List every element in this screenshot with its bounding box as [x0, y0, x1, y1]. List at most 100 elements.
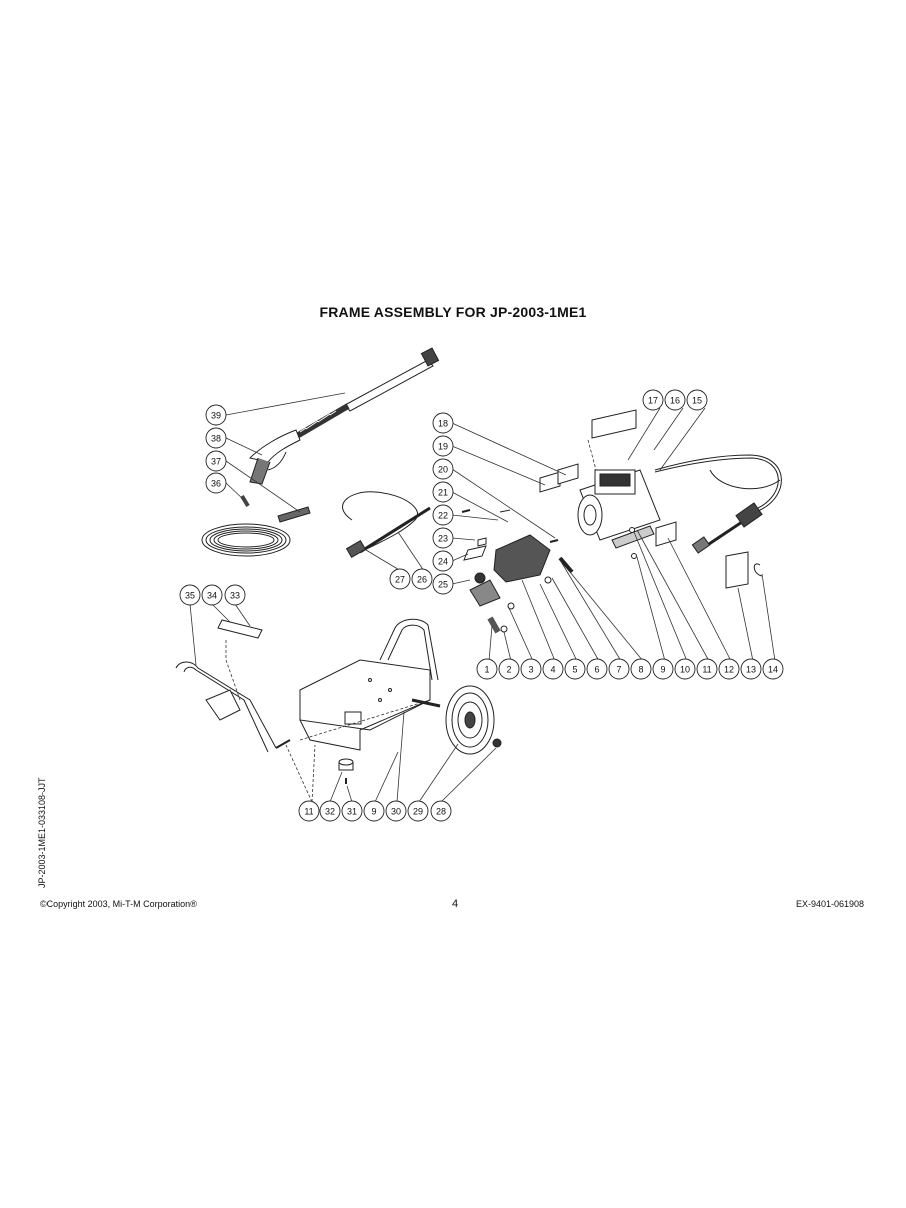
callout-37: 37 [205, 450, 227, 472]
svg-text:30: 30 [391, 807, 401, 817]
callout-9: 9 [652, 658, 674, 680]
frame-drawing [299, 618, 441, 751]
side-document-code: JP-2003-1ME1-033108-JJT [37, 777, 47, 888]
svg-text:5: 5 [572, 665, 577, 675]
svg-text:31: 31 [347, 807, 357, 817]
callout-24: 24 [432, 550, 454, 572]
svg-text:28: 28 [436, 807, 446, 817]
callout-36: 36 [205, 472, 227, 494]
svg-text:10: 10 [680, 665, 690, 675]
svg-text:19: 19 [438, 442, 448, 452]
svg-text:17: 17 [648, 396, 658, 406]
callout-28: 28 [430, 800, 452, 822]
svg-text:34: 34 [207, 591, 217, 601]
callout-4: 4 [542, 658, 564, 680]
svg-text:8: 8 [638, 665, 643, 675]
wheel-drawing [445, 685, 502, 755]
callout-19: 19 [432, 435, 454, 457]
callout-17: 17 [642, 389, 664, 411]
svg-text:37: 37 [211, 457, 221, 467]
callout-35: 35 [179, 584, 201, 606]
callout-21: 21 [432, 481, 454, 503]
svg-text:38: 38 [211, 434, 221, 444]
svg-text:35: 35 [185, 591, 195, 601]
svg-text:21: 21 [438, 488, 448, 498]
svg-text:11: 11 [304, 807, 313, 817]
leader-lines [189, 392, 776, 803]
callout-9-lower: 9 [363, 800, 385, 822]
loose-hose-drawing [342, 491, 431, 559]
svg-text:11: 11 [702, 665, 711, 675]
callout-16: 16 [664, 389, 686, 411]
callout-23: 23 [432, 527, 454, 549]
svg-text:13: 13 [746, 665, 756, 675]
callout-1: 1 [476, 658, 498, 680]
rubber-foot-drawing [338, 758, 354, 784]
callout-22: 22 [432, 504, 454, 526]
svg-text:7: 7 [616, 665, 621, 675]
svg-text:39: 39 [211, 411, 221, 421]
copyright-text: ©Copyright 2003, Mi-T-M Corporation® [40, 899, 197, 909]
power-cord-drawing [654, 454, 782, 554]
svg-text:33: 33 [230, 591, 240, 601]
callout-32: 32 [319, 800, 341, 822]
hose-coil-drawing [201, 494, 291, 557]
svg-text:16: 16 [670, 396, 680, 406]
svg-text:14: 14 [768, 665, 778, 675]
svg-text:4: 4 [550, 665, 555, 675]
callout-26: 26 [411, 568, 433, 590]
svg-text:29: 29 [413, 807, 423, 817]
callouts: 39 38 37 36 17 16 15 18 19 20 21 22 23 2… [179, 389, 784, 822]
page-number: 4 [451, 898, 459, 910]
callout-34: 34 [201, 584, 223, 606]
hardware-drawings [461, 509, 763, 577]
callout-5: 5 [564, 658, 586, 680]
svg-text:9: 9 [371, 807, 376, 817]
callout-15: 15 [686, 389, 708, 411]
callout-11-lower: 11 [298, 800, 320, 822]
svg-text:24: 24 [438, 557, 448, 567]
callout-6: 6 [586, 658, 608, 680]
callout-11: 11 [696, 658, 718, 680]
callout-20: 20 [432, 458, 454, 480]
callout-27: 27 [389, 568, 411, 590]
spray-wand-drawing [249, 347, 440, 485]
svg-text:2: 2 [506, 665, 511, 675]
svg-text:6: 6 [594, 665, 599, 675]
callout-2: 2 [498, 658, 520, 680]
callout-39: 39 [205, 404, 227, 426]
svg-text:18: 18 [438, 419, 448, 429]
page-title: FRAME ASSEMBLY FOR JP-2003-1ME1 [319, 304, 587, 320]
decal-drawings [217, 409, 749, 639]
svg-text:12: 12 [724, 665, 734, 675]
svg-text:32: 32 [325, 807, 335, 817]
svg-text:25: 25 [438, 580, 448, 590]
swivel-connector-drawing [277, 506, 311, 523]
callout-25: 25 [432, 573, 454, 595]
svg-text:23: 23 [438, 534, 448, 544]
callout-18: 18 [432, 412, 454, 434]
pump-drawing [469, 534, 574, 634]
callout-14: 14 [762, 658, 784, 680]
svg-text:36: 36 [211, 479, 221, 489]
svg-text:3: 3 [528, 665, 533, 675]
callout-10: 10 [674, 658, 696, 680]
callout-13: 13 [740, 658, 762, 680]
svg-text:15: 15 [692, 396, 702, 406]
callout-3: 3 [520, 658, 542, 680]
callout-38: 38 [205, 427, 227, 449]
svg-text:26: 26 [417, 575, 427, 585]
svg-text:9: 9 [660, 665, 665, 675]
svg-text:20: 20 [438, 465, 448, 475]
callout-29: 29 [407, 800, 429, 822]
callout-33: 33 [224, 584, 246, 606]
callout-7: 7 [608, 658, 630, 680]
handle-drawing [175, 661, 291, 753]
callout-31: 31 [341, 800, 363, 822]
svg-text:1: 1 [484, 665, 489, 675]
callout-30: 30 [385, 800, 407, 822]
electric-motor-drawing [577, 469, 661, 549]
svg-text:22: 22 [438, 511, 448, 521]
callout-8: 8 [630, 658, 652, 680]
